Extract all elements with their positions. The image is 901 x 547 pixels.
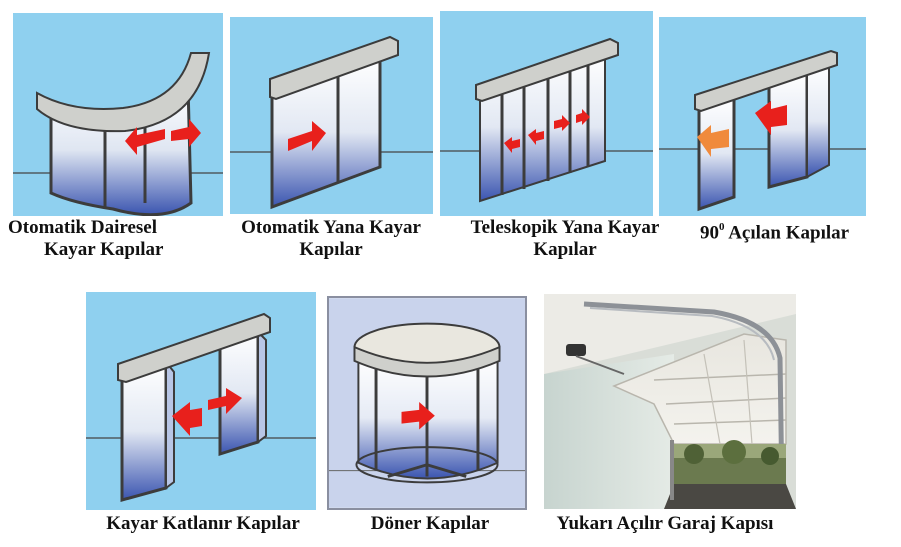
side-sliding-door-illustration <box>230 17 433 214</box>
garage-door-photo <box>544 294 796 509</box>
caption-number: 90 <box>700 222 719 244</box>
caption-telescopic-sliding: Teleskopik Yana Kayar Kapılar <box>446 217 684 261</box>
caption-side-sliding: Otomatik Yana Kayar Kapılar <box>222 217 440 261</box>
degree-superscript: 0 <box>719 221 725 233</box>
caption-line: Kapılar <box>533 239 597 260</box>
revolving-door-illustration <box>327 296 527 510</box>
caption-90-degree-doors: 900 Açılan Kapılar <box>700 217 880 244</box>
telescopic-sliding-door-illustration <box>440 11 653 216</box>
circular-sliding-door-illustration <box>13 13 223 216</box>
caption-line: Yukarı Açılır Garaj Kapısı <box>556 513 774 534</box>
caption-circular-sliding: Otomatik Dairesel Kayar Kapılar <box>8 217 198 261</box>
caption-line: Teleskopik Yana Kayar <box>470 217 660 238</box>
swing-door-illustration <box>659 17 866 216</box>
caption-folding-sliding: Kayar Katlanır Kapılar <box>88 513 318 535</box>
caption-line: Döner Kapılar <box>370 513 490 534</box>
caption-line: Otomatik Dairesel <box>8 217 157 238</box>
caption-line: Kayar Kapılar <box>44 239 164 260</box>
caption-garage: Yukarı Açılır Garaj Kapısı <box>534 513 796 535</box>
caption-line: Kayar Katlanır Kapılar <box>106 513 300 534</box>
caption-line: Otomatik Yana Kayar <box>241 217 421 238</box>
caption-text: Açılan Kapılar <box>724 222 850 244</box>
caption-revolving: Döner Kapılar <box>330 513 530 535</box>
folding-sliding-door-illustration <box>86 292 316 510</box>
caption-line: Kapılar <box>299 239 363 260</box>
